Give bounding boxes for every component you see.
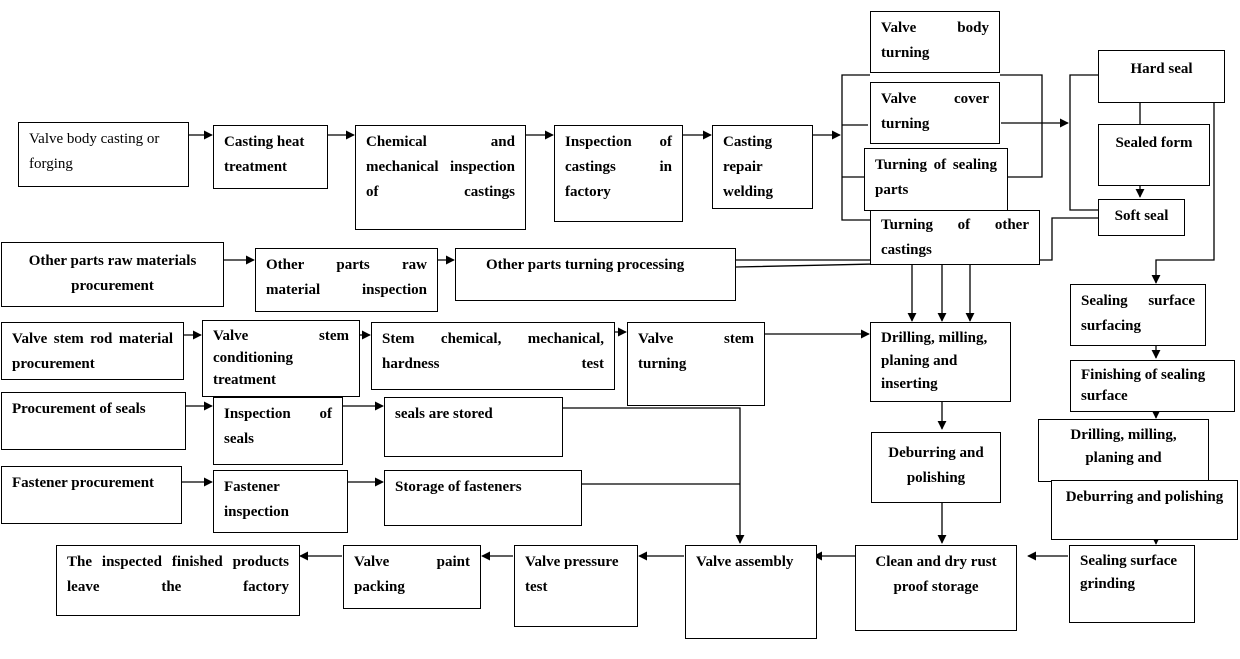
node-deburring-main: Deburring and polishing xyxy=(871,432,1001,503)
node-stem-turning: Valve stem turning xyxy=(627,322,765,406)
node-body-turning: Valve body turning xyxy=(870,11,1000,73)
node-soft-seal: Soft seal xyxy=(1098,199,1185,236)
node-fastener-storage: Storage of fasteners xyxy=(384,470,582,526)
arrow-stored-to-assembly xyxy=(562,407,745,544)
node-sealing-parts-turning: Turning of sealing parts xyxy=(864,148,1008,211)
node-chem-mech-inspection: Chemical and mechanical inspection of ca… xyxy=(355,125,526,230)
node-other-raw-inspection: Other parts raw material inspection xyxy=(255,248,438,312)
node-fastener-procurement: Fastener procurement xyxy=(1,466,182,524)
node-hard-seal: Hard seal xyxy=(1098,50,1225,103)
turning-bracket-right xyxy=(1000,74,1043,178)
node-body-casting: Valve body casting or forging xyxy=(18,122,189,187)
node-pressure-test: Valve pressure test xyxy=(514,545,638,627)
node-sealing-surface-surfacing: Sealing surface surfacing xyxy=(1070,284,1206,346)
node-other-castings-turning: Turning of other castings xyxy=(870,210,1040,265)
node-finished-leave-factory: The inspected finished products leave th… xyxy=(56,545,300,616)
node-deburring-right: Deburring and polishing xyxy=(1051,480,1238,540)
turning-bracket-left xyxy=(841,74,870,221)
node-inspection-in-factory: Inspection of castings in factory xyxy=(554,125,683,222)
node-seals-inspection: Inspection of seals xyxy=(213,397,343,465)
node-other-turning: Other parts turning processing xyxy=(455,248,736,301)
node-sealing-surface-grinding: Sealing surface grinding xyxy=(1069,545,1195,623)
node-repair-welding: Casting repair welding xyxy=(712,125,813,209)
node-finishing-sealing-surface: Finishing of sealing surface xyxy=(1070,360,1235,412)
node-stem-material-procurement: Valve stem rod material procurement xyxy=(1,322,184,380)
node-fastener-inspection: Fastener inspection xyxy=(213,470,348,533)
node-cover-turning: Valve cover turning xyxy=(870,82,1000,144)
node-paint-packing: Valve paint packing xyxy=(343,545,481,609)
node-valve-assembly: Valve assembly xyxy=(685,545,817,639)
node-other-raw-procurement: Other parts raw materials procurement xyxy=(1,242,224,307)
node-clean-storage: Clean and dry rust proof storage xyxy=(855,545,1017,631)
node-seals-procurement: Procurement of seals xyxy=(1,392,186,450)
seal-bracket xyxy=(1069,74,1100,211)
node-drilling-main: Drilling, milling, planing and inserting xyxy=(870,322,1011,402)
node-sealed-form: Sealed form xyxy=(1098,124,1210,186)
node-seals-stored: seals are stored xyxy=(384,397,563,457)
arrow-other-to-drilling xyxy=(735,261,975,322)
node-stem-conditioning: Valve stem conditioning treatment xyxy=(202,320,360,397)
node-stem-test: Stem chemical, mechanical, hardness test xyxy=(371,322,615,390)
node-drilling-right: Drilling, milling, planing and xyxy=(1038,419,1209,482)
node-heat-treatment: Casting heat treatment xyxy=(213,125,328,189)
